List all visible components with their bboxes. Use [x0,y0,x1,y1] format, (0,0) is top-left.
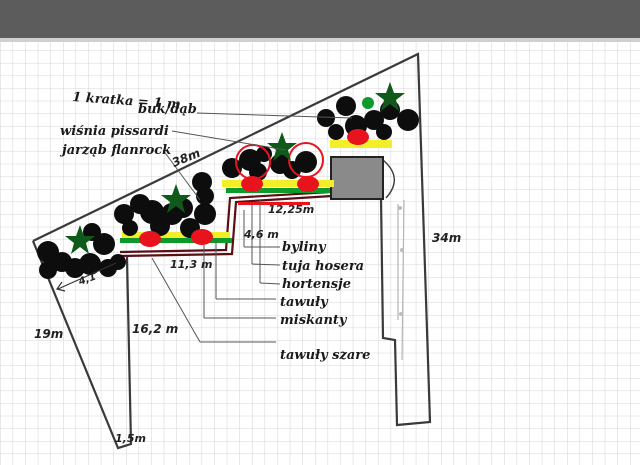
tree-stars [65,82,405,254]
dim-34m: 34m [432,231,461,245]
legend-jarzab: jarząb flanrock [59,143,171,158]
top-strip [0,0,640,42]
garden-path [117,190,333,258]
shrubs [37,96,419,279]
dim-4-6m: 4,6 m [243,228,279,241]
dim-16-2m: 16,2 m [132,322,178,336]
dim-1-5m: 1,5m [115,432,146,445]
label-tuja: tuja hosera [282,259,364,274]
path-stone [398,206,402,210]
dimension-arrows [55,262,117,292]
leader-lines [151,112,353,343]
green-marker [362,97,374,109]
side-path-line [397,199,405,361]
dim-12-25m: 12,25m [268,203,314,216]
label-miskanty: miskanty [280,313,348,328]
legend-wisnia: wiśnia pissardi [60,124,169,139]
path-stone [400,248,404,252]
path-stone [399,312,403,316]
label-tawuly: tawuły [280,295,329,310]
red-shrubs [139,129,369,247]
shed [330,156,384,200]
plot-outline [31,52,432,450]
dim-11-3m: 11,3 m [170,258,212,271]
label-hortensje: hortensje [282,277,351,292]
top-strip-edge [0,38,640,42]
dim-19m: 19m [34,327,63,341]
legend-buk-dab: buk/dąb [138,102,197,117]
label-byliny: byliny [282,240,327,255]
label-tawuly-szare: tawuły szare [280,348,370,363]
